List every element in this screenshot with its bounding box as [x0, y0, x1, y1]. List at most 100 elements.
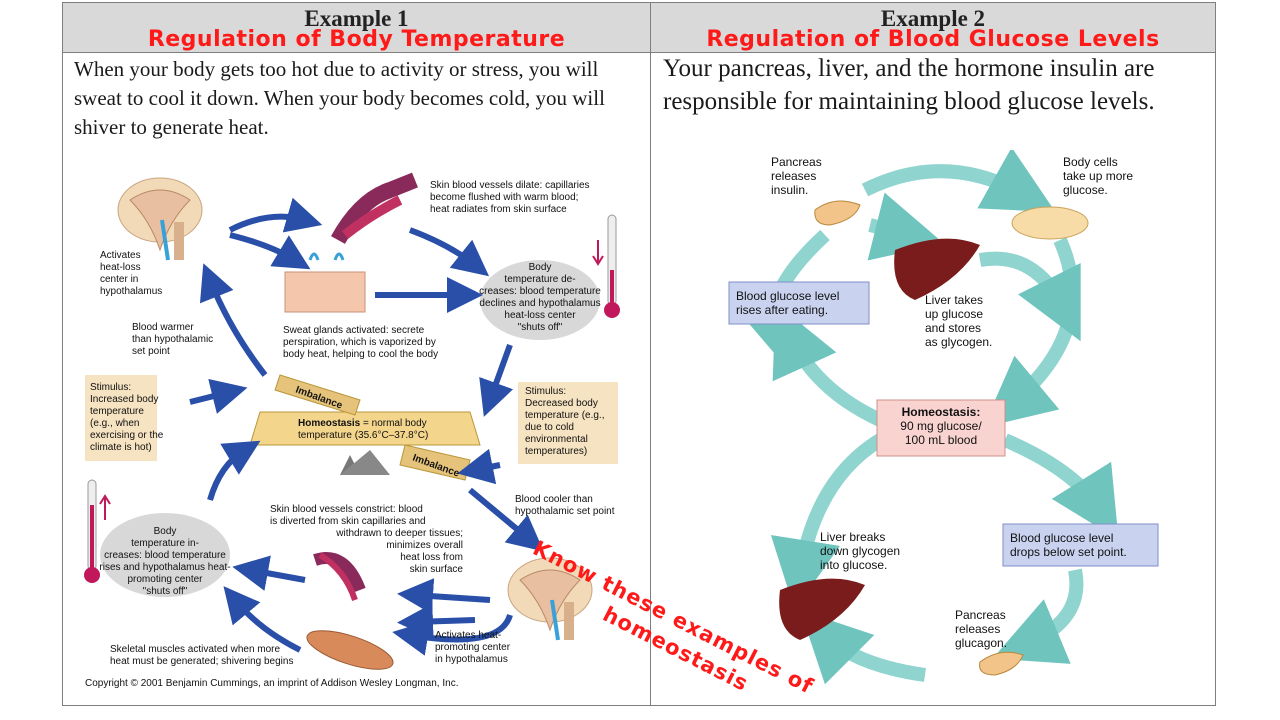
stimulus-decreased-box: [518, 382, 618, 464]
svg-text:heat loss from: heat loss from: [400, 552, 463, 563]
svg-text:90 mg glucose/: 90 mg glucose/: [900, 419, 982, 433]
example2-paragraph: Your pancreas, liver, and the hormone in…: [663, 55, 1155, 115]
svg-text:rises after eating.: rises after eating.: [736, 303, 828, 317]
brain-bottom-icon: [507, 557, 593, 641]
svg-text:glucagon.: glucagon.: [955, 636, 1007, 650]
svg-text:Blood cooler than: Blood cooler than: [515, 494, 593, 505]
thermometer-rising-icon: [84, 479, 111, 583]
example2-subtitle: Regulation of Blood Glucose Levels: [706, 27, 1160, 52]
svg-text:into glucose.: into glucose.: [820, 558, 887, 572]
copyright-text: Copyright © 2001 Benjamin Cummings, an i…: [85, 678, 458, 689]
liver-bottom-icon: [779, 578, 865, 640]
svg-text:Skin blood vessels dilate: cap: Skin blood vessels dilate: capillaries: [430, 180, 590, 191]
example1-title: Example 1: [304, 6, 409, 31]
svg-text:glucose.: glucose.: [1063, 183, 1108, 197]
temperature-increases-ellipse: [100, 513, 230, 597]
svg-text:Activates heat-: Activates heat-: [435, 630, 501, 641]
svg-text:perspiration, which is vaporiz: perspiration, which is vaporized by: [283, 337, 436, 348]
svg-text:than hypothalamic: than hypothalamic: [132, 334, 213, 345]
svg-text:due to cold: due to cold: [525, 422, 574, 433]
blood-glucose-diagram: Pancreas releases insulin. Body cells ta…: [728, 150, 1159, 685]
svg-text:promoting center: promoting center: [127, 574, 203, 585]
sweat-gland-icon: [284, 252, 366, 313]
temperature-arrows: [189, 197, 544, 656]
example1-header: Example 1 Regulation of Body Temperature: [63, 3, 651, 53]
svg-text:heat-loss: heat-loss: [100, 262, 141, 273]
svg-text:hypothalamus: hypothalamus: [100, 286, 162, 297]
svg-text:Body cells: Body cells: [1063, 155, 1118, 169]
svg-text:Skeletal muscles activated whe: Skeletal muscles activated when more: [110, 644, 281, 655]
svg-text:releases: releases: [955, 622, 1000, 636]
svg-text:promoting center: promoting center: [435, 642, 511, 653]
svg-text:body heat, helping to cool the: body heat, helping to cool the body: [283, 349, 438, 360]
svg-text:temperature in-: temperature in-: [131, 538, 199, 549]
body-cells-icon: [1011, 206, 1089, 240]
svg-text:Body: Body: [154, 526, 177, 537]
svg-text:take up more: take up more: [1063, 169, 1133, 183]
svg-text:set point: set point: [132, 346, 170, 357]
svg-text:is diverted from skin capillar: is diverted from skin capillaries and: [270, 516, 426, 527]
svg-text:exercising or the: exercising or the: [90, 430, 164, 441]
svg-text:become flushed with warm blood: become flushed with warm blood;: [430, 192, 578, 203]
svg-text:100 mL blood: 100 mL blood: [905, 433, 977, 447]
svg-text:climate is hot): climate is hot): [90, 442, 152, 453]
svg-text:insulin.: insulin.: [771, 183, 808, 197]
svg-text:in hypothalamus: in hypothalamus: [435, 654, 508, 665]
svg-text:heat must be generated; shiver: heat must be generated; shivering begins: [110, 656, 293, 667]
svg-text:drops below set point.: drops below set point.: [1010, 545, 1127, 559]
svg-text:Stimulus:: Stimulus:: [90, 382, 131, 393]
svg-text:heat-loss center: heat-loss center: [504, 310, 576, 321]
svg-text:and stores: and stores: [925, 321, 981, 335]
example1-subtitle: Regulation of Body Temperature: [147, 27, 566, 52]
stimulus-increased-box: [85, 375, 157, 461]
svg-text:Body: Body: [529, 262, 552, 273]
svg-text:Liver breaks: Liver breaks: [820, 530, 885, 544]
svg-text:skin surface: skin surface: [410, 564, 464, 575]
column-divider: [650, 2, 651, 706]
svg-text:"shuts off": "shuts off": [143, 586, 188, 597]
svg-text:Skin blood vessels constrict:: Skin blood vessels constrict: blood: [270, 504, 423, 515]
temperature-decreases-ellipse: [480, 260, 600, 340]
pancreas-bottom-icon: [979, 651, 1024, 676]
dilated-vessel-icon: [330, 172, 418, 244]
rises-after-eating-box: [728, 281, 870, 325]
brain-top-icon: [117, 177, 203, 261]
constricted-vessel-icon: [313, 552, 366, 601]
example2-title: Example 2: [880, 6, 986, 31]
example1-paragraph: When your body gets too hot due to activ…: [74, 57, 605, 139]
svg-text:Pancreas: Pancreas: [955, 608, 1006, 622]
svg-text:Pancreas: Pancreas: [771, 155, 822, 169]
svg-text:rises and hypothalamus heat-: rises and hypothalamus heat-: [99, 562, 230, 573]
svg-text:down glycogen: down glycogen: [820, 544, 900, 558]
liver-top-icon: [894, 238, 980, 300]
svg-text:temperature (35.6°C–37.8°C): temperature (35.6°C–37.8°C): [298, 430, 428, 441]
svg-text:hypothalamic set point: hypothalamic set point: [515, 506, 615, 517]
svg-text:as glycogen.: as glycogen.: [925, 335, 992, 349]
svg-text:temperature: temperature: [90, 406, 144, 417]
svg-text:center in: center in: [100, 274, 138, 285]
example2-header: Example 2 Regulation of Blood Glucose Le…: [651, 3, 1215, 53]
svg-text:Liver takes: Liver takes: [925, 293, 983, 307]
svg-text:Activates: Activates: [100, 250, 141, 261]
svg-text:Increased body: Increased body: [90, 394, 158, 405]
homeostasis-box: [876, 399, 1006, 457]
svg-text:creases: blood temperature: creases: blood temperature: [479, 286, 601, 297]
svg-text:environmental: environmental: [525, 434, 588, 445]
svg-text:Sweat glands activated: secret: Sweat glands activated: secrete: [283, 325, 425, 336]
svg-text:creases: blood temperature: creases: blood temperature: [104, 550, 226, 561]
glucose-cycle-arrows: [732, 150, 1119, 685]
svg-text:Blood glucose level: Blood glucose level: [736, 289, 839, 303]
content-frame: Example 1 Regulation of Body Temperature…: [62, 2, 1216, 706]
pancreas-top-icon: [814, 200, 861, 226]
homeostasis-seesaw: [249, 374, 481, 481]
svg-text:Blood glucose level: Blood glucose level: [1010, 531, 1113, 545]
svg-text:Stimulus:: Stimulus:: [525, 386, 566, 397]
svg-text:temperatures): temperatures): [525, 446, 587, 457]
svg-text:Homeostasis:: Homeostasis:: [902, 405, 981, 419]
svg-text:withdrawn to deeper tissues;: withdrawn to deeper tissues;: [335, 528, 463, 539]
svg-text:up glucose: up glucose: [925, 307, 983, 321]
muscle-icon: [306, 630, 394, 670]
thermometer-falling-icon: [592, 214, 620, 318]
svg-text:temperature de-: temperature de-: [504, 274, 575, 285]
drops-below-box: [1002, 523, 1159, 567]
